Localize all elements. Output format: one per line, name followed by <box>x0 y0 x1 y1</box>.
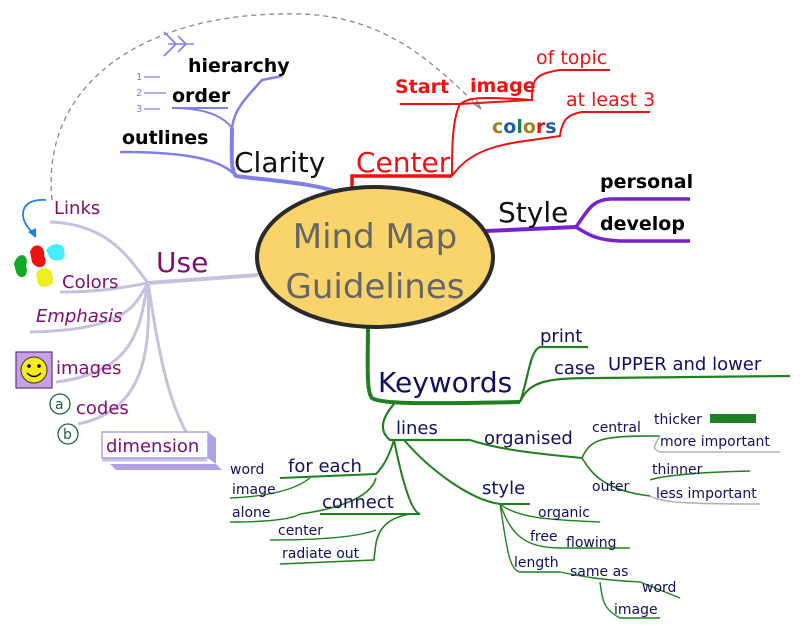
upper-lower-label: UPPER and lower <box>608 354 762 375</box>
image-label: image <box>470 75 536 97</box>
code-a-badge: a <box>49 393 71 415</box>
colors-multicolor-label: colors <box>492 116 557 138</box>
image2-label: image <box>614 602 658 618</box>
codes-label: codes <box>76 398 129 419</box>
emphasis-label: Emphasis <box>36 306 123 327</box>
more-important-label: more important <box>660 434 770 450</box>
links-curved-arrow-icon <box>22 199 47 235</box>
less-important-label: less important <box>656 486 757 502</box>
svg-text:b: b <box>63 427 72 443</box>
word2-label: word <box>642 580 676 596</box>
dimension-label: dimension <box>106 436 199 457</box>
thicker-bar <box>710 414 756 423</box>
central-topic-bubble <box>255 185 495 329</box>
use-branch <box>29 220 259 462</box>
central-topic-line1: Mind Map <box>293 217 457 257</box>
center-branch-label: Center <box>356 146 451 179</box>
order-label: order <box>172 85 231 107</box>
outer-label: outer <box>592 479 630 495</box>
of-topic-label: of topic <box>536 47 607 69</box>
clarity-branch <box>119 74 351 199</box>
clarity-label: Clarity <box>234 146 325 179</box>
organic-label: organic <box>538 505 590 521</box>
numbered-order-icon: 1 2 3 <box>136 72 166 115</box>
style-branch <box>485 197 690 243</box>
svg-text:3: 3 <box>136 104 142 115</box>
outlines-label: outlines <box>122 127 208 149</box>
radiate-out-label: radiate out <box>282 546 360 562</box>
start-label: Start <box>395 76 449 98</box>
central-topic-line2: Guidelines <box>286 267 465 307</box>
style-label: Style <box>498 196 568 229</box>
style-sub-label: style <box>482 478 525 499</box>
lines-label: lines <box>396 418 438 439</box>
hierarchy-label: hierarchy <box>188 55 290 77</box>
organised-label: organised <box>484 428 573 449</box>
svg-text:1: 1 <box>136 72 142 83</box>
free-label: free <box>530 529 558 545</box>
flowing-label: flowing <box>566 535 616 551</box>
personal-label: personal <box>600 171 693 193</box>
thinner-label: thinner <box>652 462 703 478</box>
word-label: word <box>230 462 264 478</box>
case-label: case <box>554 358 595 379</box>
length-label: length <box>514 555 559 571</box>
connect-label: connect <box>322 492 394 513</box>
develop-label: develop <box>600 213 685 235</box>
svg-text:2: 2 <box>136 88 142 99</box>
at-least-3-label: at least 3 <box>566 89 655 111</box>
keywords-label: Keywords <box>378 366 512 399</box>
importance-gray-lines <box>649 435 780 505</box>
links-arrowhead <box>28 228 36 238</box>
print-label: print <box>540 326 582 347</box>
central-label: central <box>592 420 641 436</box>
images-label: images <box>56 358 121 379</box>
keywords-branch <box>229 321 791 619</box>
for-each-label: for each <box>288 456 362 477</box>
use-label: Use <box>156 246 208 279</box>
color-splotches-icon <box>14 244 65 287</box>
svg-text:a: a <box>55 397 64 413</box>
same-as-label: same as <box>570 564 628 580</box>
center-sub-label: center <box>278 523 323 539</box>
colors-label: Colors <box>62 272 118 293</box>
links-label: Links <box>54 198 100 219</box>
alone-label: alone <box>232 505 271 521</box>
thicker-label: thicker <box>654 412 702 428</box>
smiley-face-icon <box>15 351 53 389</box>
hierarchy-tree-icon <box>163 31 194 57</box>
code-b-badge: b <box>57 423 79 445</box>
dimension-3d-box <box>101 431 222 470</box>
image-sub-label: image <box>232 482 276 498</box>
